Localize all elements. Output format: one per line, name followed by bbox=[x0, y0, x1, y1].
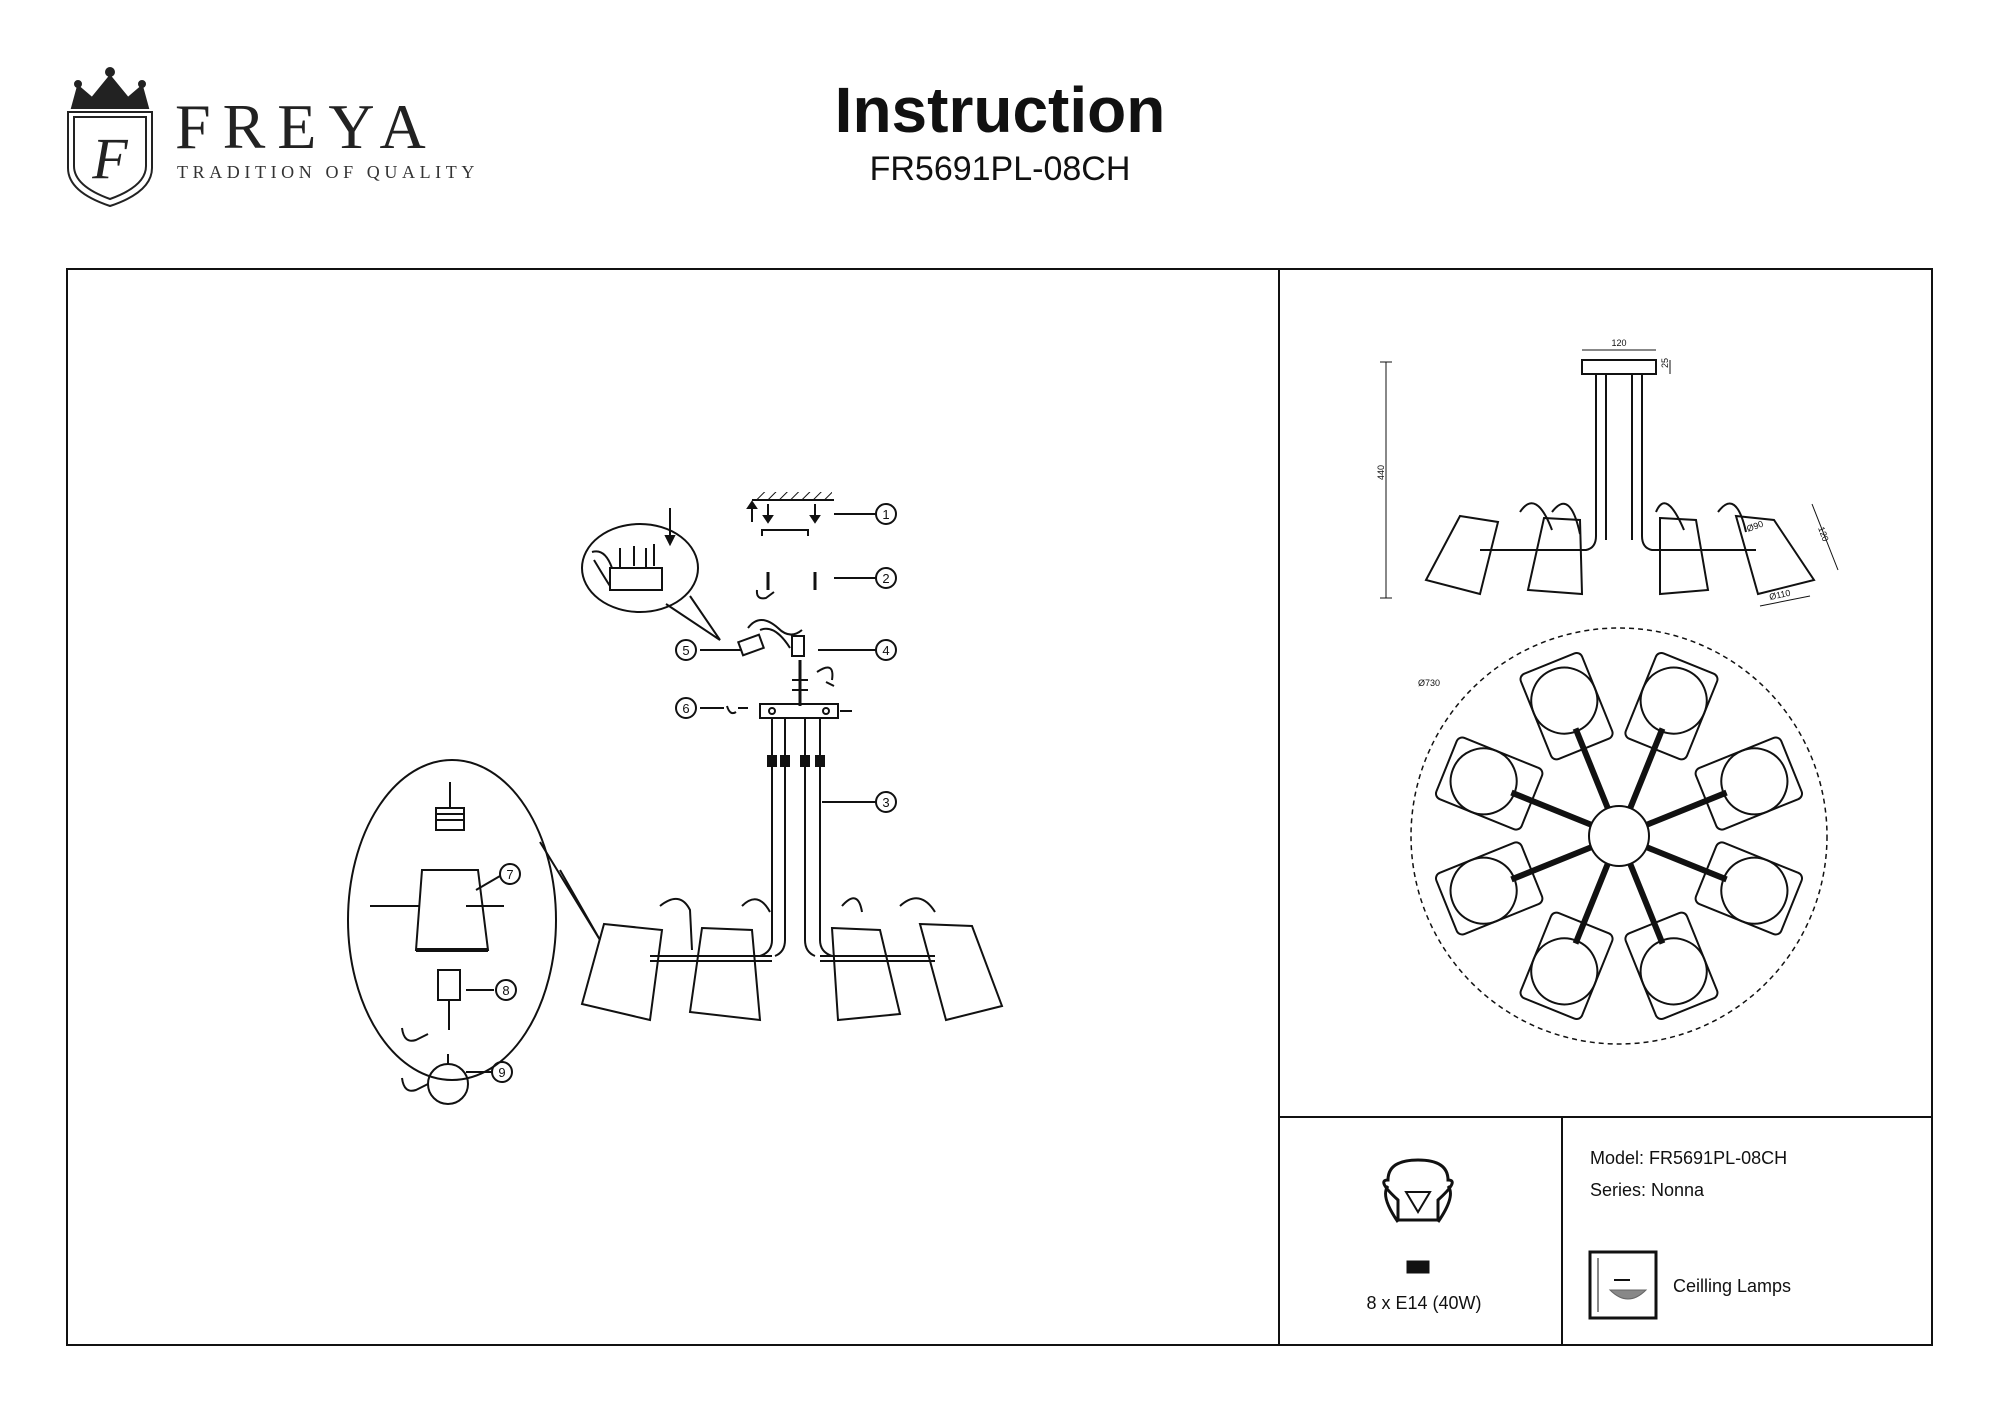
step-number: 1 bbox=[882, 507, 889, 522]
step-number: 8 bbox=[502, 983, 509, 998]
bulb-icon bbox=[1382, 1158, 1454, 1274]
step-marker bbox=[466, 979, 517, 1001]
ceiling-hatch bbox=[754, 492, 832, 500]
top-view-arm bbox=[1624, 651, 1719, 810]
step-number: 2 bbox=[882, 571, 889, 586]
step-marker bbox=[475, 863, 521, 891]
ceiling-lamp-icon bbox=[1588, 1250, 1658, 1320]
step-marker bbox=[818, 639, 897, 661]
step-marker bbox=[822, 791, 897, 813]
top-view-arm bbox=[1645, 736, 1804, 831]
dim-canopy-height: 25 bbox=[1660, 358, 1670, 368]
side-view-drawing bbox=[1380, 349, 1839, 607]
assembly-diagram bbox=[347, 492, 1004, 1105]
instruction-frame bbox=[66, 268, 1933, 1346]
step-number: 5 bbox=[682, 643, 689, 658]
divider-vertical-main bbox=[1278, 268, 1280, 1346]
brand-tagline: TRADITION OF QUALITY bbox=[177, 162, 479, 182]
step-number: 6 bbox=[682, 701, 689, 716]
bulb-spec: 8 x E14 (40W) bbox=[1366, 1293, 1482, 1313]
top-view-arm bbox=[1624, 862, 1719, 1021]
top-view-drawing bbox=[1410, 627, 1828, 1045]
dim-shade-bottom: Ø110 bbox=[1768, 588, 1791, 602]
top-view-arm bbox=[1519, 651, 1614, 810]
step-numbers: 1 2 3 4 5 6 7 8 9 bbox=[498, 507, 889, 1080]
dim-shade-height: 120 bbox=[1816, 525, 1831, 543]
top-view-arm bbox=[1434, 736, 1593, 831]
top-view-arm bbox=[1434, 841, 1593, 936]
divider-vertical-info bbox=[1561, 1116, 1563, 1346]
step-markers bbox=[466, 503, 897, 1083]
top-view-arm bbox=[1645, 841, 1804, 936]
step-number: 3 bbox=[882, 795, 889, 810]
dim-overall-diameter: Ø730 bbox=[1418, 678, 1440, 688]
step-number: 7 bbox=[506, 867, 513, 882]
step-marker bbox=[834, 567, 897, 589]
brand-name: FREYA bbox=[175, 91, 438, 162]
step-marker bbox=[834, 503, 897, 525]
step-marker bbox=[675, 639, 742, 661]
dim-total-height: 440 bbox=[1376, 465, 1386, 480]
step-number: 4 bbox=[882, 643, 889, 658]
dim-canopy-width: 120 bbox=[1611, 338, 1626, 348]
model-spec: Model: FR5691PL-08CH bbox=[1590, 1148, 1788, 1168]
divider-horizontal-info bbox=[1278, 1116, 1933, 1118]
step-marker bbox=[675, 697, 724, 719]
dim-shade-top: Ø90 bbox=[1745, 519, 1764, 534]
step-marker bbox=[466, 1061, 513, 1083]
series-spec: Series: Nonna bbox=[1590, 1180, 1705, 1200]
page-title: Instruction bbox=[834, 74, 1166, 146]
category-label: Ceilling Lamps bbox=[1673, 1276, 1792, 1296]
model-code: FR5691PL-08CH bbox=[869, 150, 1131, 188]
step-number: 9 bbox=[498, 1065, 505, 1080]
dimension-labels: 120 25 440 Ø90 120 Ø110 Ø730 bbox=[1376, 338, 1831, 688]
top-view-arm bbox=[1519, 862, 1614, 1021]
